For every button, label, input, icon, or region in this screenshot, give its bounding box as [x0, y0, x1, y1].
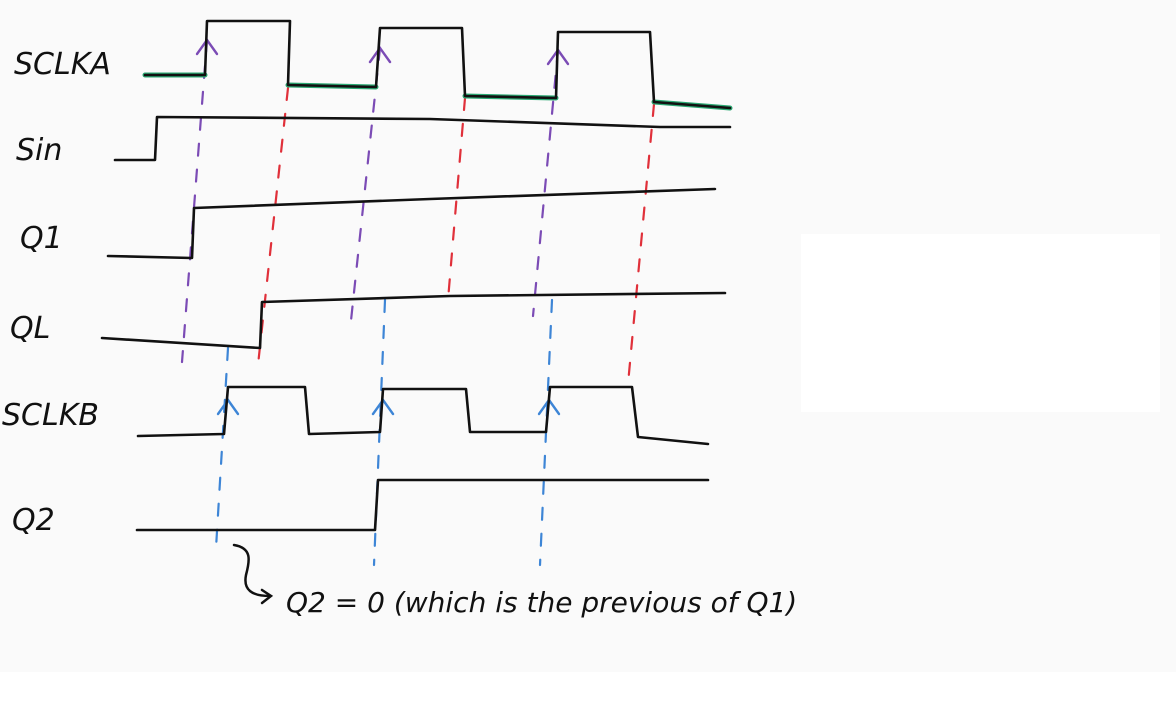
signal-label-layer: SCLKA Sin Q1 QL SCLKB Q2 — [2, 47, 111, 538]
sclkb_rising-edge-marker — [214, 346, 230, 550]
waveform-layer — [100, 19, 732, 532]
waveform-sclka — [143, 19, 732, 110]
waveform-sclkb — [136, 385, 710, 446]
arrow-up-icon — [368, 45, 392, 64]
signal-label-sclka: SCLKA — [14, 47, 111, 82]
annotation-text: Q2 = 0 (which is the previous of Q1) — [286, 586, 797, 619]
curved-arrow-icon — [232, 543, 272, 598]
sclka_rising-edge-marker — [531, 48, 560, 318]
sclka_falling-edge-marker — [446, 96, 467, 302]
arrowhead-icon — [260, 588, 274, 605]
signal-label-ql: QL — [10, 311, 50, 346]
waveform-sin — [113, 115, 732, 162]
sclka_falling-edge-marker — [256, 86, 290, 367]
green-highlight-layer — [142, 72, 733, 111]
signal-label-sclkb: SCLKB — [2, 398, 99, 433]
signal-label-q1: Q1 — [20, 221, 63, 256]
waveform-q2 — [135, 478, 710, 532]
signal-label-sin: Sin — [16, 133, 62, 168]
signal-label-q2: Q2 — [12, 503, 55, 538]
sclka_rising-edge-marker — [180, 38, 209, 364]
blank-panel — [801, 234, 1160, 412]
sclka_falling-edge-marker — [626, 102, 656, 386]
waveform-q1 — [106, 187, 717, 260]
sclka_rising-edge-marker — [348, 46, 382, 332]
waveform-ql — [100, 291, 727, 350]
annotation: Q2 = 0 (which is the previous of Q1) — [232, 543, 797, 619]
